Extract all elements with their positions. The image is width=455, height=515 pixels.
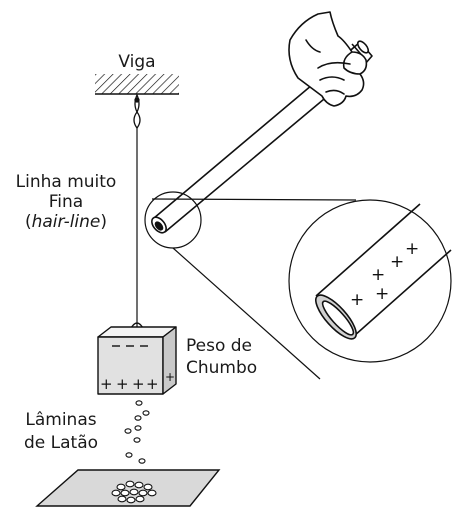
thread-label-line2: Fina bbox=[48, 192, 84, 212]
foils-label-line2: de Latão bbox=[23, 433, 99, 453]
positive-charge: + bbox=[165, 370, 175, 384]
positive-charge: + bbox=[405, 239, 419, 259]
lead-weight bbox=[97, 322, 177, 395]
positive-charge: + bbox=[116, 375, 129, 393]
thread-label-line3: (hair-line) bbox=[24, 212, 108, 232]
zoom-detail-circle bbox=[288, 199, 452, 363]
foils-label-line1: Lâminas bbox=[25, 410, 97, 430]
brass-plate bbox=[35, 469, 221, 507]
zoomed-rod bbox=[315, 203, 452, 340]
rod-positive-charges: + + + + + bbox=[350, 239, 419, 310]
foils-label: Lâminas de Latão bbox=[18, 410, 104, 453]
beam-label: Viga bbox=[118, 52, 156, 72]
weight-positive-charges: + + + + + bbox=[100, 370, 175, 393]
hand bbox=[288, 11, 368, 107]
weight-label-line2: Chumbo bbox=[186, 358, 258, 378]
weight-label-line1: Peso de bbox=[186, 336, 253, 356]
positive-charge: + bbox=[132, 375, 145, 393]
positive-charge: + bbox=[100, 375, 113, 393]
thread-label-line1: Linha muito bbox=[15, 172, 117, 192]
beam bbox=[95, 74, 179, 95]
weight-label: Peso de Chumbo bbox=[186, 336, 257, 378]
positive-charge: + bbox=[350, 290, 364, 310]
positive-charge: + bbox=[371, 265, 385, 285]
positive-charge: + bbox=[375, 284, 389, 304]
thread-term: hair-line bbox=[31, 212, 101, 232]
positive-charge: + bbox=[390, 252, 404, 272]
hanger-loop bbox=[133, 93, 141, 130]
brass-foils-flying bbox=[124, 400, 150, 464]
thread-label: Linha muito Fina (hair-line) bbox=[2, 172, 130, 232]
positive-charge: + bbox=[146, 375, 159, 393]
